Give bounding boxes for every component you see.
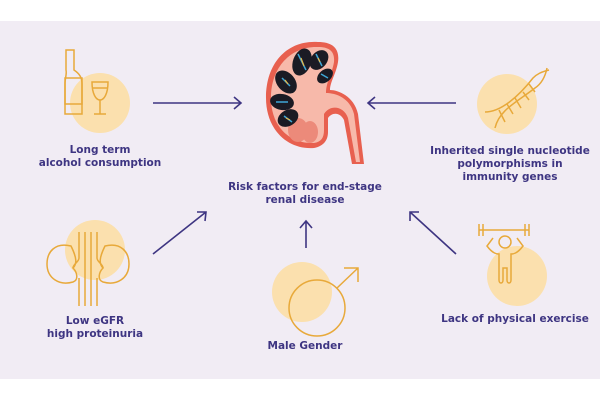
factor-snp-label: Inherited single nucleotide polymorphism… xyxy=(430,145,590,184)
person-lifting-weights-icon xyxy=(478,224,547,306)
label-line: Inherited single nucleotide xyxy=(430,145,590,157)
label-line: high proteinuria xyxy=(46,328,144,340)
arrow-alcohol-to-center xyxy=(153,96,243,110)
arrow-male-to-center xyxy=(299,219,313,248)
kidney-cross-section-icon xyxy=(266,41,364,164)
wine-bottle-glass-icon xyxy=(64,49,130,133)
title-line: renal disease xyxy=(265,194,345,206)
title-line: Risk factors for end-stage xyxy=(228,181,382,193)
label-line: Long term xyxy=(69,144,131,156)
dna-helix-icon xyxy=(477,67,550,134)
label-line: Male Gender xyxy=(267,340,343,352)
kidneys-icon xyxy=(46,220,130,306)
male-symbol-icon xyxy=(272,262,359,337)
label-line: polymorphisms in xyxy=(457,158,563,170)
arrow-snp-to-center xyxy=(366,96,456,110)
factor-egfr-label: Low eGFR high proteinuria xyxy=(30,315,160,341)
arrow-egfr-to-center xyxy=(152,211,207,255)
arrow-exercise-to-center xyxy=(409,211,457,255)
factor-male-label: Male Gender xyxy=(255,340,355,353)
factor-exercise-label: Lack of physical exercise xyxy=(440,313,590,326)
factor-alcohol-label: Long term alcohol consumption xyxy=(30,144,170,170)
label-line: Lack of physical exercise xyxy=(441,313,589,325)
label-line: alcohol consumption xyxy=(38,157,162,169)
label-line: immunity genes xyxy=(462,171,558,183)
diagram-title: Risk factors for end-stage renal disease xyxy=(225,181,385,207)
label-line: Low eGFR xyxy=(65,315,125,327)
